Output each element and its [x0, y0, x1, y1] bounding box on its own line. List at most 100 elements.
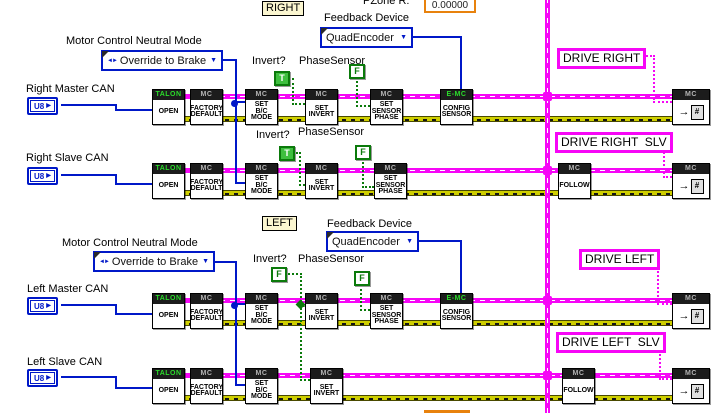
section-label-right[interactable]: RIGHT	[262, 1, 305, 16]
bool-phase-const[interactable]: F	[354, 271, 370, 286]
talon-open-node[interactable]: TALON OPEN	[152, 163, 185, 199]
bool-wire	[299, 152, 301, 186]
bool-wire	[360, 309, 370, 311]
registry-write-node[interactable]: MC →#	[672, 89, 710, 125]
dropdown-arrow-icon[interactable]: ▼	[210, 57, 217, 64]
node-body-text: PHASE	[374, 114, 399, 122]
bool-phase-const[interactable]: F	[349, 64, 365, 79]
u8-terminal-left-master[interactable]: U8▶	[27, 297, 58, 315]
u8-terminal-right-slave[interactable]: U8▶	[27, 167, 58, 185]
label-wire	[657, 256, 659, 305]
label-wire	[659, 378, 672, 380]
enum-wire	[460, 37, 462, 91]
feedback-device-enum-right[interactable]: QuadEncoder ▼	[320, 27, 413, 48]
feedback-device-label: Feedback Device	[327, 218, 412, 230]
registry-write-node[interactable]: MC →#	[672, 368, 710, 404]
drive-right-label[interactable]: DRIVE RIGHT	[557, 48, 647, 69]
node-body-text: FACTORY	[189, 178, 224, 186]
bool-wire	[300, 273, 302, 381]
bool-invert-const[interactable]: T	[279, 146, 295, 161]
can-id-label: Right Master CAN	[26, 83, 115, 95]
node-body-text: PHASE	[374, 318, 399, 326]
registry-write-node[interactable]: MC →#	[672, 293, 710, 329]
drive-left-slv-label[interactable]: DRIVE LEFT SLV	[556, 332, 666, 353]
can-wire	[115, 104, 117, 111]
section-label-left[interactable]: LEFT	[262, 216, 297, 231]
u8-terminal-left-slave[interactable]: U8▶	[27, 369, 58, 387]
talon-open-node[interactable]: TALON OPEN	[152, 368, 185, 404]
dropdown-arrow-icon[interactable]: ▼	[400, 34, 407, 41]
terminal-type: U8	[34, 101, 45, 111]
node-body-text: SENSOR	[441, 315, 472, 322]
neutral-mode-enum-left[interactable]: ◄► Override to Brake ▼	[93, 251, 215, 272]
bool-wire	[292, 103, 305, 105]
talon-open-node[interactable]: TALON OPEN	[152, 293, 185, 329]
neutral-mode-enum-right[interactable]: ◄► Override to Brake ▼	[101, 50, 223, 71]
enum-increment-icon[interactable]: ◄►	[107, 57, 118, 64]
node-body-text: INVERT	[308, 111, 335, 118]
label-wire	[653, 55, 655, 103]
error-wire-right-master	[180, 116, 676, 122]
enum-wire	[237, 101, 247, 103]
error-wire-left-slave	[180, 395, 676, 401]
wire-junction-dot	[543, 166, 552, 175]
enum-corner-glyph	[321, 28, 328, 35]
bool-invert-const[interactable]: F	[271, 267, 287, 282]
enum-wire	[418, 240, 462, 242]
enum-wire	[237, 303, 247, 305]
follow-node[interactable]: MC FOLLOW	[558, 163, 591, 199]
follow-node[interactable]: MC FOLLOW	[562, 368, 595, 404]
error-wire-right-slave	[180, 190, 676, 196]
clipped-numeric-box-edge	[424, 410, 470, 413]
pzone-value-box[interactable]: 0.00000	[424, 0, 476, 13]
bool-invert-const[interactable]: T	[274, 71, 290, 86]
bool-wire	[356, 105, 370, 107]
can-wire	[115, 183, 154, 185]
arrow-icon: →	[678, 310, 690, 322]
enum-corner-glyph	[94, 252, 101, 259]
drive-left-label[interactable]: DRIVE LEFT	[579, 249, 661, 270]
node-body-text: DEFAULT	[190, 390, 223, 397]
bool-wire	[362, 186, 374, 188]
terminal-arrow-icon: ▶	[46, 375, 51, 381]
talon-open-node[interactable]: TALON OPEN	[152, 89, 185, 125]
terminal-type: U8	[34, 171, 45, 181]
registry-write-node[interactable]: MC →#	[672, 163, 710, 199]
node-header: TALON	[153, 164, 184, 174]
ref-wire-right-master	[180, 94, 676, 99]
registry-page-icon: #	[690, 178, 704, 194]
ref-wire-left-master	[180, 298, 676, 303]
drive-right-slv-label[interactable]: DRIVE RIGHT SLV	[555, 132, 673, 153]
u8-terminal-right-master[interactable]: U8▶	[27, 97, 58, 115]
enum-increment-icon[interactable]: ◄►	[99, 258, 110, 265]
terminal-type: U8	[34, 301, 45, 311]
dropdown-arrow-icon[interactable]: ▼	[202, 258, 209, 265]
node-body-text: SET	[254, 175, 269, 183]
label-wire	[659, 339, 661, 380]
node-body-text: INVERT	[313, 390, 340, 397]
node-body-text: B/C	[255, 311, 268, 319]
dropdown-arrow-icon[interactable]: ▼	[406, 238, 413, 245]
node-body-text: SET	[379, 101, 394, 109]
feedback-device-enum-left[interactable]: QuadEncoder ▼	[326, 231, 419, 252]
can-id-label: Left Master CAN	[27, 283, 109, 295]
bool-phase-const[interactable]: F	[355, 145, 371, 160]
